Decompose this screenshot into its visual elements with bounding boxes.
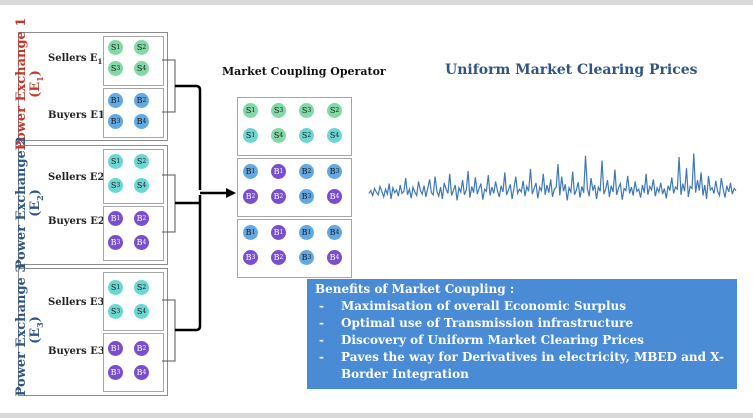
bracket-e3	[162, 299, 176, 362]
sellers-e1-label: Sellers E1	[48, 53, 103, 66]
benefits-panel: Benefits of Market Coupling : -Maximisat…	[307, 279, 737, 389]
merge-line-top	[175, 84, 202, 190]
top-border	[0, 0, 753, 5]
benefits-title: Benefits of Market Coupling :	[315, 282, 515, 296]
bracket-e2	[162, 174, 176, 233]
benefit-item: -Paves the way for Derivatives in electr…	[319, 350, 725, 381]
buyers-e3-label: Buyers E3	[48, 346, 105, 357]
benefit-item: -Discovery of Uniform Market Clearing Pr…	[319, 333, 644, 347]
buyers-e1-label: Buyers E1	[48, 110, 105, 121]
price-series-line	[368, 153, 737, 201]
bottom-border	[0, 413, 753, 418]
operator-title: Market Coupling Operator	[222, 65, 386, 78]
benefit-item: -Optimal use of Transmission infrastruct…	[319, 316, 634, 330]
operator-arrow-head	[226, 188, 236, 198]
benefit-item: -Maximisation of overall Economic Surplu…	[319, 299, 626, 313]
buyers-e2-label: Buyers E2	[48, 216, 105, 227]
sellers-e2-label: Sellers E2	[48, 172, 105, 183]
bracket-e1	[162, 59, 176, 113]
merge-line-bot	[175, 195, 202, 332]
sellers-e3-label: Sellers E3	[48, 297, 105, 308]
benefits-list: -Maximisation of overall Economic Surplu…	[315, 298, 729, 383]
prices-title: Uniform Market Clearing Prices	[445, 62, 698, 78]
